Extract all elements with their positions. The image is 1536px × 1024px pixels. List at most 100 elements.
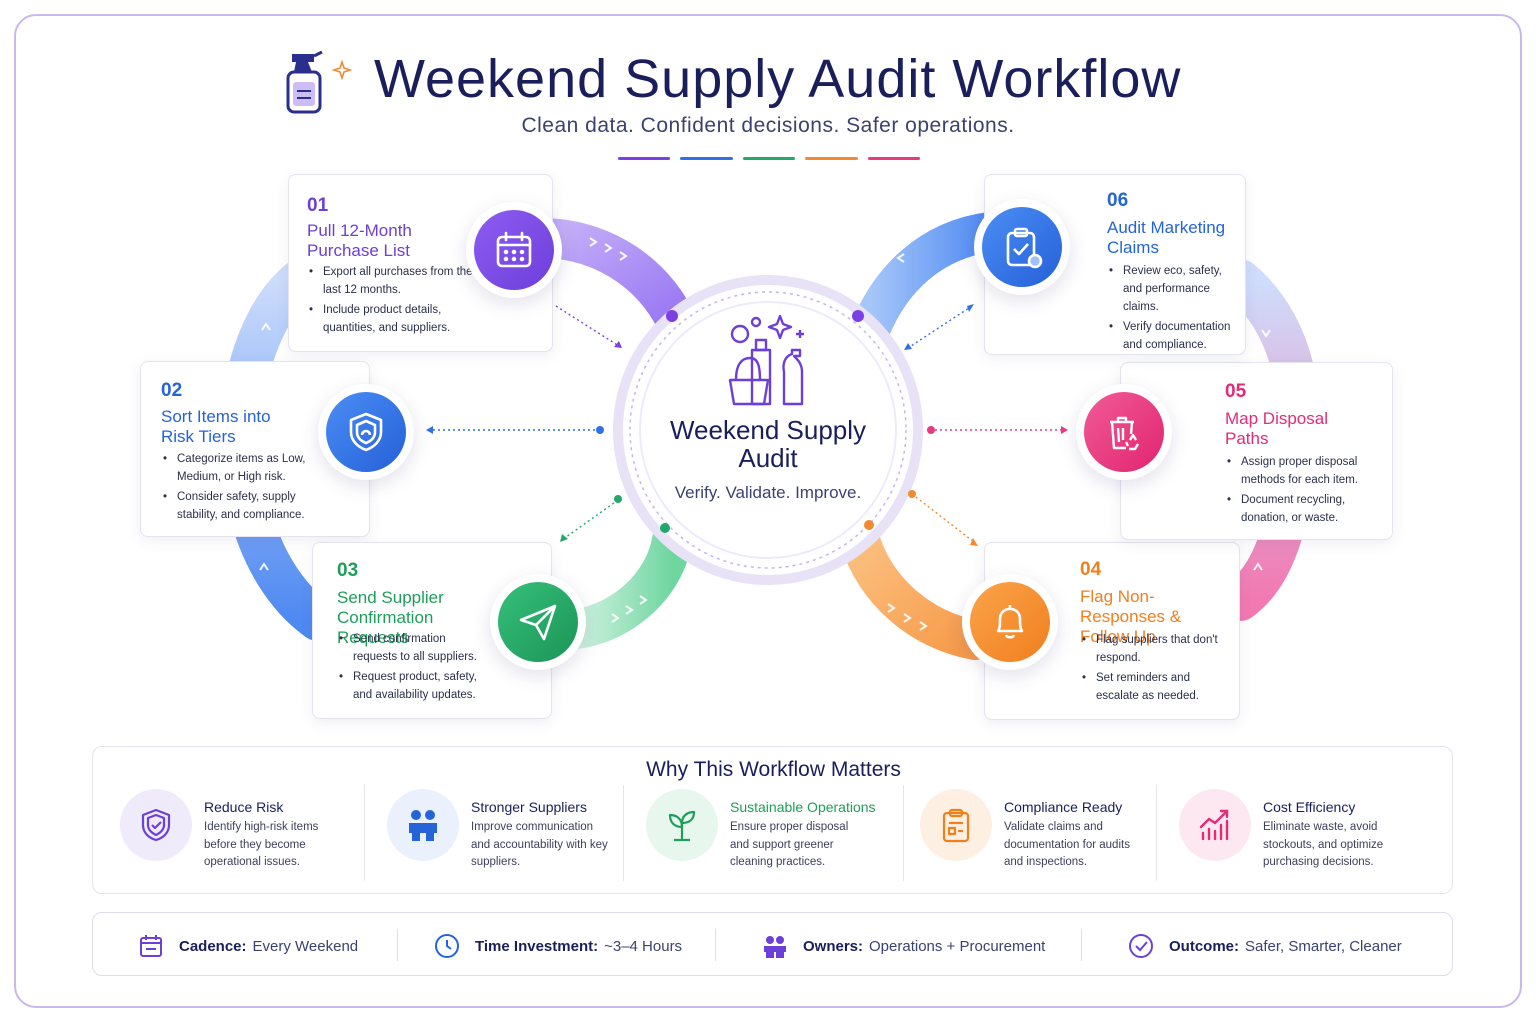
summary-label: Time Investment: <box>475 937 599 955</box>
check-circle-icon <box>1129 934 1153 958</box>
divider <box>623 785 624 881</box>
why-item-title: Cost Efficiency <box>1263 799 1356 815</box>
summary-bar: Cadence: Every Weekend Time Investment: … <box>92 912 1453 976</box>
clock-icon <box>435 934 459 958</box>
calendar-icon <box>496 231 532 268</box>
step-bullets: Review eco, safety, and performance clai… <box>1107 262 1237 356</box>
cleaning-supplies-icon <box>728 314 804 406</box>
step-bullets: Send confirmation requests to all suppli… <box>337 630 487 706</box>
shield-check-icon <box>141 808 171 842</box>
step-badge-03 <box>490 574 586 670</box>
why-panel: Why This Workflow Matters Reduce Risk Id… <box>92 746 1453 894</box>
divider <box>1081 929 1082 961</box>
bullet: Assign proper disposal methods for each … <box>1225 453 1375 489</box>
why-item-text: Identify high-risk items before they bec… <box>204 821 319 868</box>
ring-dot <box>852 310 864 322</box>
people-icon <box>409 810 437 841</box>
paper-plane-icon <box>519 604 557 641</box>
summary-label: Cadence: <box>179 937 247 955</box>
step-badge-01 <box>466 202 562 298</box>
step-number: 04 <box>1080 559 1102 580</box>
why-item-text: Ensure proper disposal and support green… <box>730 821 849 868</box>
summary-owners: Owners: Operations + Procurement <box>761 931 1045 961</box>
bullet: Send confirmation requests to all suppli… <box>337 630 487 666</box>
chart-up-icon <box>1199 809 1229 841</box>
recycle-bin-icon <box>1110 416 1140 451</box>
bullet: Flag suppliers that don't respond. <box>1080 631 1220 667</box>
step-title: Map Disposal Paths <box>1225 409 1328 448</box>
step-number: 03 <box>337 560 359 581</box>
bullet: Include product details, quantities, and… <box>307 301 477 337</box>
step-number: 02 <box>161 380 183 401</box>
summary-outcome: Outcome: Safer, Smarter, Cleaner <box>1127 931 1402 961</box>
bell-icon <box>996 605 1024 639</box>
spray-bottle-icon <box>286 50 353 114</box>
summary-value: Operations + Procurement <box>869 937 1046 955</box>
step-number: 05 <box>1225 381 1247 402</box>
dash <box>742 157 796 160</box>
summary-cadence: Cadence: Every Weekend <box>137 931 358 961</box>
connectors <box>428 305 1064 543</box>
center-ring-inner <box>639 301 897 559</box>
why-item-text: Validate claims and documentation for au… <box>1004 821 1130 868</box>
divider <box>903 785 904 881</box>
step-number: 06 <box>1107 190 1129 211</box>
bullet: Review eco, safety, and performance clai… <box>1107 262 1237 316</box>
dash <box>618 157 671 160</box>
summary-value: ~3–4 Hours <box>604 937 683 955</box>
arc-step-06 <box>850 212 1010 350</box>
step-bullets: Export all purchases from the last 12 mo… <box>307 263 477 339</box>
bullet: Document recycling, donation, or waste. <box>1225 491 1375 527</box>
why-icon-bg <box>1179 789 1251 861</box>
ring-dot <box>864 520 874 530</box>
bullet: Request product, safety, and availabilit… <box>337 668 487 704</box>
dash <box>867 157 921 160</box>
dash <box>680 157 733 160</box>
summary-value: Every Weekend <box>252 937 359 955</box>
connector-ends <box>426 304 1068 546</box>
bullet: Export all purchases from the last 12 mo… <box>307 263 477 299</box>
dash <box>805 157 858 160</box>
shield-icon <box>349 412 383 452</box>
bullet: Set reminders and escalate as needed. <box>1080 669 1220 705</box>
step-badge-02 <box>318 384 414 480</box>
color-dashes <box>618 157 921 163</box>
step-title: Pull 12-Month Purchase List <box>307 221 412 260</box>
summary-label: Outcome: <box>1169 937 1240 955</box>
chevrons <box>259 237 1271 631</box>
step-bullets: Categorize items as Low, Medium, or High… <box>161 450 311 526</box>
badge-disc <box>982 207 1062 287</box>
center-ring-dashed <box>629 291 907 569</box>
divider <box>397 929 398 961</box>
summary-time-investment: Time Investment: ~3–4 Hours <box>433 931 682 961</box>
why-item-text: Improve communication and accountability… <box>471 821 608 868</box>
clipboard-check-icon <box>1006 227 1043 269</box>
badge-disc <box>970 582 1050 662</box>
ring-dot <box>660 523 670 533</box>
arc-step-01 <box>525 218 700 350</box>
why-item-title: Sustainable Operations <box>730 799 876 815</box>
divider <box>715 929 716 961</box>
why-icon-bg <box>920 789 992 861</box>
why-item-title: Reduce Risk <box>204 799 284 815</box>
center-title: Weekend Supply Audit <box>669 415 867 473</box>
summary-value: Safer, Smarter, Cleaner <box>1245 937 1402 955</box>
ring-dot <box>666 310 678 322</box>
workflow-diagram <box>219 212 1321 660</box>
why-item-title: Stronger Suppliers <box>471 799 587 815</box>
step-badge-05 <box>1076 384 1172 480</box>
page-title: Weekend Supply Audit Workflow <box>374 49 1182 109</box>
header: Weekend Supply Audit Workflow <box>0 40 1536 120</box>
step-badge-06 <box>974 199 1070 295</box>
step-bullets: Flag suppliers that don't respond. Set r… <box>1080 631 1220 707</box>
sprout-icon <box>668 810 696 842</box>
people-icon <box>764 936 786 958</box>
step-number: 01 <box>307 195 329 216</box>
step-bullets: Assign proper disposal methods for each … <box>1225 453 1375 529</box>
arc-step-04 <box>840 520 995 660</box>
center-subtitle: Verify. Validate. Improve. <box>674 483 862 502</box>
why-title: Why This Workflow Matters <box>646 758 901 781</box>
why-item-title: Compliance Ready <box>1004 799 1123 815</box>
summary-label: Owners: <box>803 937 864 955</box>
step-card-06[interactable]: 06 Audit Marketing Claims Review eco, sa… <box>984 174 1246 355</box>
